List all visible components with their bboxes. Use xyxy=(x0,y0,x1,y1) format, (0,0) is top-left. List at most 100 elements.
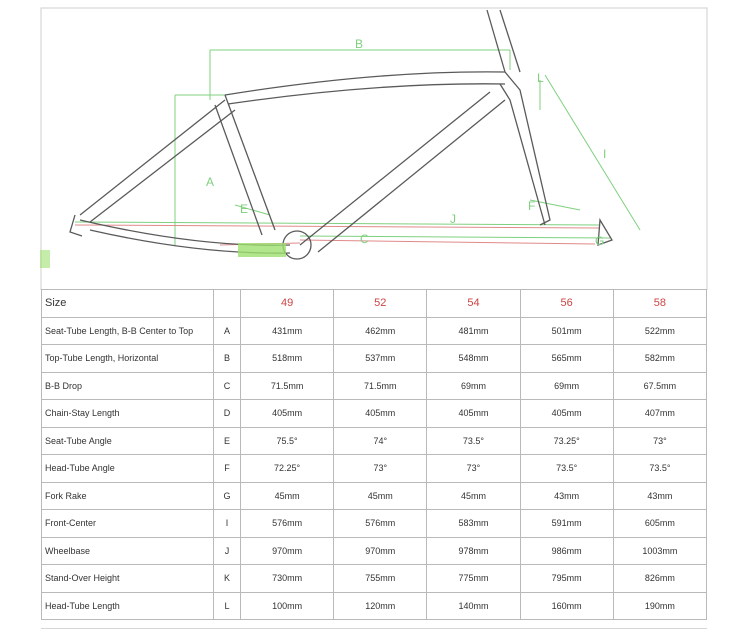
param-code-cell: E xyxy=(213,426,241,455)
value-cell: 537mm xyxy=(333,344,428,373)
value-cell: 501mm xyxy=(519,316,614,345)
param-code-cell: D xyxy=(213,399,241,428)
value-cell: 986mm xyxy=(519,536,614,565)
label-G: G xyxy=(595,234,604,248)
value-cell: 100mm xyxy=(239,591,335,620)
value-cell: 72.25° xyxy=(239,454,335,483)
diagram-border xyxy=(40,7,708,290)
value-cell: 69mm xyxy=(426,371,521,400)
value-cell: 775mm xyxy=(426,564,521,593)
param-code-cell: B xyxy=(213,344,241,373)
param-code-cell: G xyxy=(213,481,241,510)
label-B: B xyxy=(355,37,363,51)
value-cell: 45mm xyxy=(239,481,335,510)
size-header-56: 56 xyxy=(519,289,614,318)
param-name-cell: Stand-Over Height xyxy=(41,564,214,593)
value-cell: 74° xyxy=(333,426,428,455)
value-cell: 826mm xyxy=(612,564,708,593)
value-cell: 548mm xyxy=(426,344,521,373)
value-cell: 73.5° xyxy=(612,454,708,483)
label-F: F xyxy=(528,199,535,213)
value-cell: 43mm xyxy=(519,481,614,510)
value-cell: 73° xyxy=(612,426,708,455)
param-code-cell: A xyxy=(213,316,241,345)
label-E: E xyxy=(240,202,248,216)
value-cell: 43mm xyxy=(612,481,708,510)
value-cell: 970mm xyxy=(239,536,335,565)
param-name-cell: Seat-Tube Length, B-B Center to Top xyxy=(41,316,214,345)
value-cell: 160mm xyxy=(519,591,614,620)
label-C: C xyxy=(360,232,369,246)
value-cell: 591mm xyxy=(519,509,614,538)
param-code-cell: C xyxy=(213,371,241,400)
label-A: A xyxy=(206,175,214,189)
size-header-58: 58 xyxy=(612,289,708,318)
param-name-cell: Seat-Tube Angle xyxy=(41,426,214,455)
value-cell: 69mm xyxy=(519,371,614,400)
geometry-table: Size 49 52 54 56 58 Seat-Tube Length, B-… xyxy=(41,289,708,620)
param-name-cell: B-B Drop xyxy=(41,371,214,400)
param-name-cell: Wheelbase xyxy=(41,536,214,565)
param-code-cell: I xyxy=(213,509,241,538)
value-cell: 755mm xyxy=(333,564,428,593)
param-name-cell: Top-Tube Length, Horizontal xyxy=(41,344,214,373)
value-cell: 405mm xyxy=(239,399,335,428)
value-cell: 431mm xyxy=(239,316,335,345)
param-code-cell: J xyxy=(213,536,241,565)
value-cell: 518mm xyxy=(239,344,335,373)
dimension-lines xyxy=(74,49,641,245)
size-header-label: Size xyxy=(41,289,214,318)
value-cell: 462mm xyxy=(333,316,428,345)
value-cell: 565mm xyxy=(519,344,614,373)
value-cell: 73.25° xyxy=(519,426,614,455)
value-cell: 576mm xyxy=(333,509,428,538)
value-cell: 71.5mm xyxy=(239,371,335,400)
size-header-52: 52 xyxy=(333,289,428,318)
code-header-cell xyxy=(213,289,241,318)
value-cell: 73° xyxy=(333,454,428,483)
dimension-letter-labels: B A E L I F C J G xyxy=(206,37,606,248)
value-cell: 576mm xyxy=(239,509,335,538)
param-code-cell: L xyxy=(213,591,241,620)
value-cell: 67.5mm xyxy=(612,371,708,400)
frame-tubes xyxy=(69,9,613,260)
value-cell: 45mm xyxy=(426,481,521,510)
param-name-cell: Front-Center xyxy=(41,509,214,538)
value-cell: 605mm xyxy=(612,509,708,538)
value-cell: 73° xyxy=(426,454,521,483)
value-cell: 73.5° xyxy=(426,426,521,455)
value-cell: 583mm xyxy=(426,509,521,538)
label-J: J xyxy=(450,212,456,226)
value-cell: 140mm xyxy=(426,591,521,620)
value-cell: 522mm xyxy=(612,316,708,345)
param-name-cell: Fork Rake xyxy=(41,481,214,510)
value-cell: 582mm xyxy=(612,344,708,373)
value-cell: 970mm xyxy=(333,536,428,565)
value-cell: 405mm xyxy=(519,399,614,428)
param-name-cell: Head-Tube Angle xyxy=(41,454,214,483)
size-header-49: 49 xyxy=(239,289,335,318)
frame-diagram-svg: B A E L I F C J G xyxy=(40,7,708,290)
param-code-cell: F xyxy=(213,454,241,483)
value-cell: 405mm xyxy=(333,399,428,428)
value-cell: 75.5° xyxy=(239,426,335,455)
value-cell: 730mm xyxy=(239,564,335,593)
param-code-cell: K xyxy=(213,564,241,593)
value-cell: 45mm xyxy=(333,481,428,510)
bottom-divider xyxy=(41,628,707,629)
bb-decal xyxy=(40,243,286,268)
value-cell: 71.5mm xyxy=(333,371,428,400)
value-cell: 978mm xyxy=(426,536,521,565)
label-L: L xyxy=(537,71,544,85)
value-cell: 481mm xyxy=(426,316,521,345)
